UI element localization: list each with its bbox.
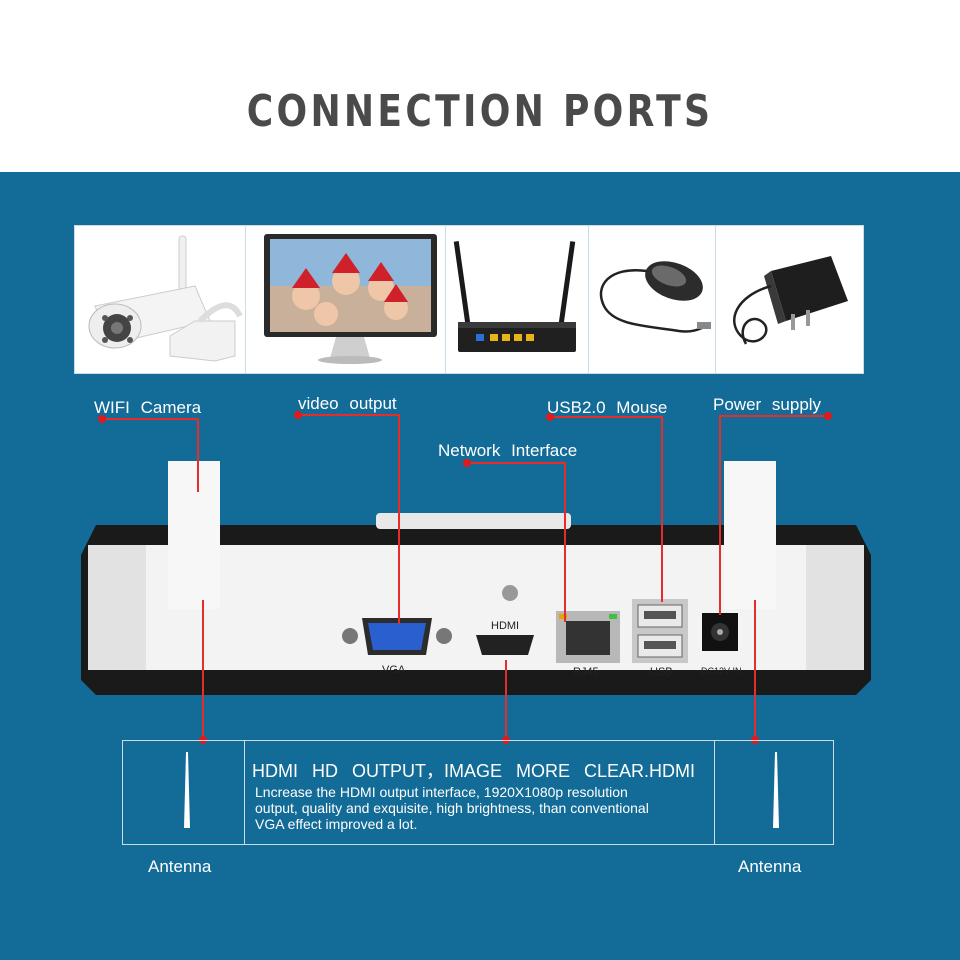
- dot-video: [294, 411, 302, 419]
- device-strip: [74, 225, 864, 374]
- leader-camera-h: [102, 418, 198, 420]
- antenna-right-icon: [773, 752, 779, 828]
- usb-port: [632, 599, 688, 663]
- leader-hdmi: [505, 660, 507, 740]
- dot-network: [463, 459, 471, 467]
- rj45-label: RJ45: [573, 666, 599, 678]
- title-bar: CONNECTION PORTS: [0, 0, 960, 172]
- info-line-1: Lncrease the HDMI output interface, 1920…: [255, 784, 628, 800]
- monitor-image: [245, 226, 447, 373]
- info-line-2: output, quality and exquisite, high brig…: [255, 800, 649, 816]
- leader-video-h: [298, 414, 400, 416]
- antenna-left-device: [168, 461, 220, 609]
- usb-label: USB: [650, 666, 673, 678]
- usb-mouse-label: USB2.0 Mouse: [547, 398, 668, 417]
- info-line-3: VGA effect improved a lot.: [255, 816, 418, 832]
- info-box: [122, 740, 834, 845]
- mouse-icon: [588, 226, 716, 373]
- page-title: CONNECTION PORTS: [246, 86, 714, 137]
- leader-antenna-right: [754, 600, 756, 740]
- router-icon: [446, 226, 588, 373]
- video-output-label: video output: [298, 394, 397, 413]
- leader-video-v: [398, 414, 400, 624]
- monitor-icon: [245, 226, 446, 373]
- network-interface-label: Network Interface: [438, 441, 578, 460]
- antenna-right-label: Antenna: [738, 857, 802, 876]
- dot-usb: [546, 413, 554, 421]
- dc-label: DC12V IN: [701, 666, 742, 676]
- info-divider-right: [714, 741, 715, 844]
- rj45-port: [556, 611, 620, 663]
- camera-image: [75, 226, 246, 373]
- leader-camera-v: [197, 418, 199, 492]
- hdmi-label: HDMI: [491, 620, 520, 632]
- wifi-camera-label: WIFI Camera: [94, 398, 202, 417]
- antenna-right-device: [724, 461, 776, 609]
- mouse-image: [588, 226, 717, 373]
- hdmi-port: [476, 585, 534, 655]
- vga-port: [342, 618, 452, 655]
- power-adapter-image: [716, 226, 863, 373]
- antenna-left-label: Antenna: [148, 857, 212, 876]
- leader-usb-v: [661, 416, 663, 602]
- leader-network-v: [564, 462, 566, 622]
- camera-icon: [75, 226, 245, 373]
- port-panel: [342, 585, 738, 663]
- leader-power-h: [719, 415, 829, 417]
- power-supply-label: Power supply: [713, 395, 822, 414]
- info-divider-left: [244, 741, 245, 844]
- leader-antenna-left: [202, 600, 204, 740]
- router-image: [446, 226, 589, 373]
- dot-power: [824, 412, 832, 420]
- leader-power-v: [719, 415, 721, 615]
- dot-camera: [98, 415, 106, 423]
- vga-label: VGA: [382, 664, 406, 676]
- power-adapter-icon: [716, 226, 863, 373]
- dc-port: [702, 613, 738, 651]
- leader-network-h: [467, 462, 566, 464]
- leader-usb-h: [550, 416, 663, 418]
- info-headline: HDMI HD OUTPUT，IMAGE MORE CLEAR.HDMI: [252, 761, 696, 781]
- antenna-left-icon: [184, 752, 190, 828]
